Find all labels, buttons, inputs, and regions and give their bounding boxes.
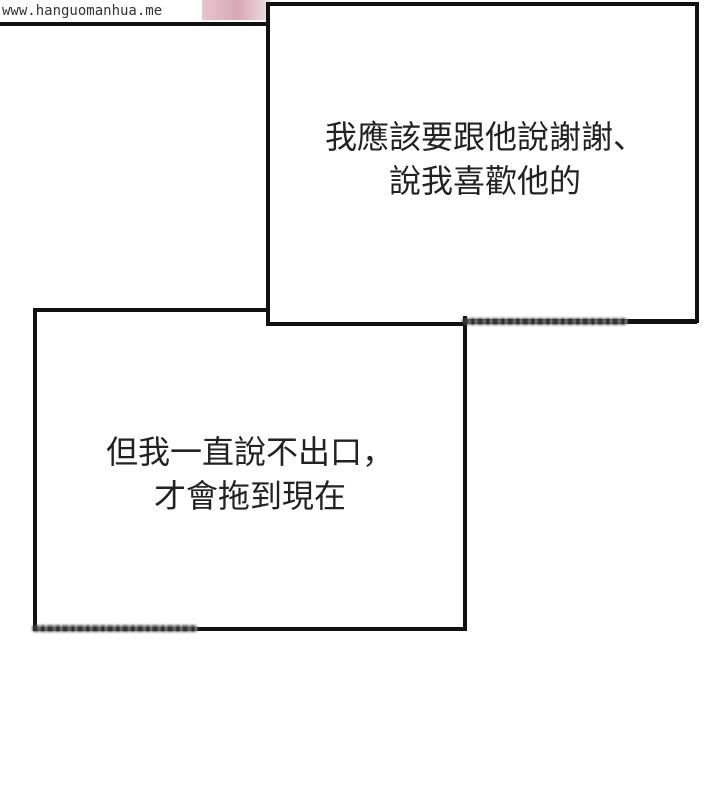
upper-dialogue: 我應該要跟他說謝謝、 說我喜歡他的 [290,115,680,203]
upper-frame-edge-smudge [462,318,628,325]
previous-panel-edge [200,0,270,20]
lower-frame-edge-smudge [32,625,198,632]
watermark-text: www.hanguomanhua.me [0,0,202,22]
lower-dialogue-line-1: 但我一直說不出口， [105,433,394,471]
top-panel-border [0,22,272,26]
upper-dialogue-line-1: 我應該要跟他說謝謝、 [324,118,645,156]
lower-dialogue: 但我一直說不出口， 才會拖到現在 [50,430,450,518]
lower-dialogue-line-2: 才會拖到現在 [153,477,346,515]
upper-dialogue-line-2: 說我喜歡他的 [388,162,581,200]
